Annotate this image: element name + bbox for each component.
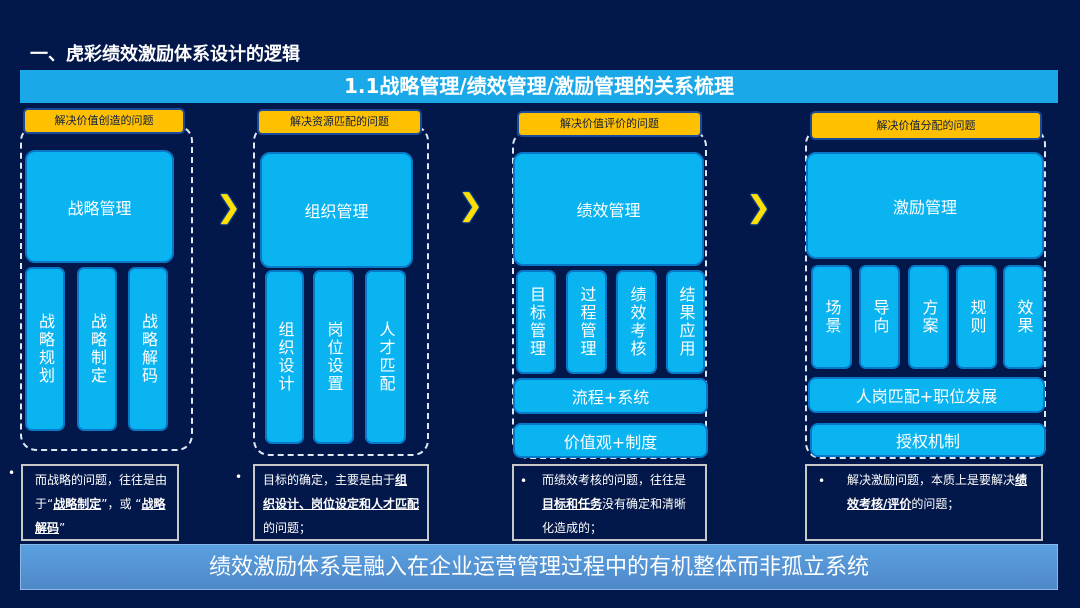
- summary-bar: 绩效激励体系是融入在企业运营管理过程中的有机整体而非孤立系统: [20, 544, 1058, 590]
- chevron-right-icon: ❯: [216, 190, 242, 225]
- performance-bar: 价值观+制度: [513, 423, 708, 458]
- strategy-note: 而战略的问题，往往是由于“战略制定”，或 “战略解码”: [21, 464, 179, 541]
- incentive-sub: 效果: [1003, 265, 1044, 369]
- incentive-sub: 场景: [811, 265, 852, 369]
- organization-main: 组织管理: [260, 152, 413, 268]
- bullet: •: [8, 466, 16, 480]
- performance-main: 绩效管理: [513, 152, 704, 266]
- performance-sub: 目标管理: [516, 270, 556, 374]
- organization-sub: 岗位设置: [313, 270, 354, 444]
- organization-sub: 人才匹配: [365, 270, 406, 444]
- incentive-sub: 规则: [956, 265, 997, 369]
- strategy-label: 解决价值创造的问题: [25, 110, 183, 132]
- organization-sub: 组织设计: [265, 270, 304, 444]
- strategy-sub: 战略制定: [77, 267, 117, 431]
- strategy-main: 战略管理: [25, 150, 174, 263]
- page-title: 一、虎彩绩效激励体系设计的逻辑: [30, 44, 300, 65]
- organization-label: 解决资源匹配的问题: [259, 111, 420, 133]
- incentive-bar: 授权机制: [810, 423, 1046, 457]
- performance-sub: 过程管理: [566, 270, 607, 374]
- performance-bar: 流程+系统: [513, 378, 708, 414]
- incentive-sub: 导向: [859, 265, 900, 369]
- incentive-note: 解决激励问题，本质上是要解决绩效考核/评价的问题；: [805, 464, 1043, 541]
- section-banner: 1.1战略管理/绩效管理/激励管理的关系梳理: [20, 70, 1058, 103]
- incentive-sub: 方案: [908, 265, 949, 369]
- chevron-right-icon: ❯: [458, 188, 484, 223]
- bullet: •: [520, 474, 528, 488]
- performance-note: 而绩效考核的问题，往往是目标和任务没有确定和清晰化造成的；: [512, 464, 707, 541]
- performance-sub: 绩效考核: [616, 270, 657, 374]
- performance-label: 解决价值评价的问题: [519, 113, 700, 135]
- performance-sub: 结果应用: [666, 270, 705, 374]
- bullet: •: [818, 474, 826, 488]
- bullet: •: [235, 470, 243, 484]
- organization-note: 目标的确定，主要是由于组织设计、岗位设定和人才匹配的问题；: [253, 464, 429, 541]
- incentive-label: 解决价值分配的问题: [812, 113, 1040, 138]
- incentive-main: 激励管理: [806, 152, 1044, 259]
- strategy-sub: 战略规划: [25, 267, 65, 431]
- incentive-bar: 人岗匹配+职位发展: [808, 377, 1045, 413]
- chevron-right-icon: ❯: [746, 190, 772, 225]
- strategy-sub: 战略解码: [128, 267, 168, 431]
